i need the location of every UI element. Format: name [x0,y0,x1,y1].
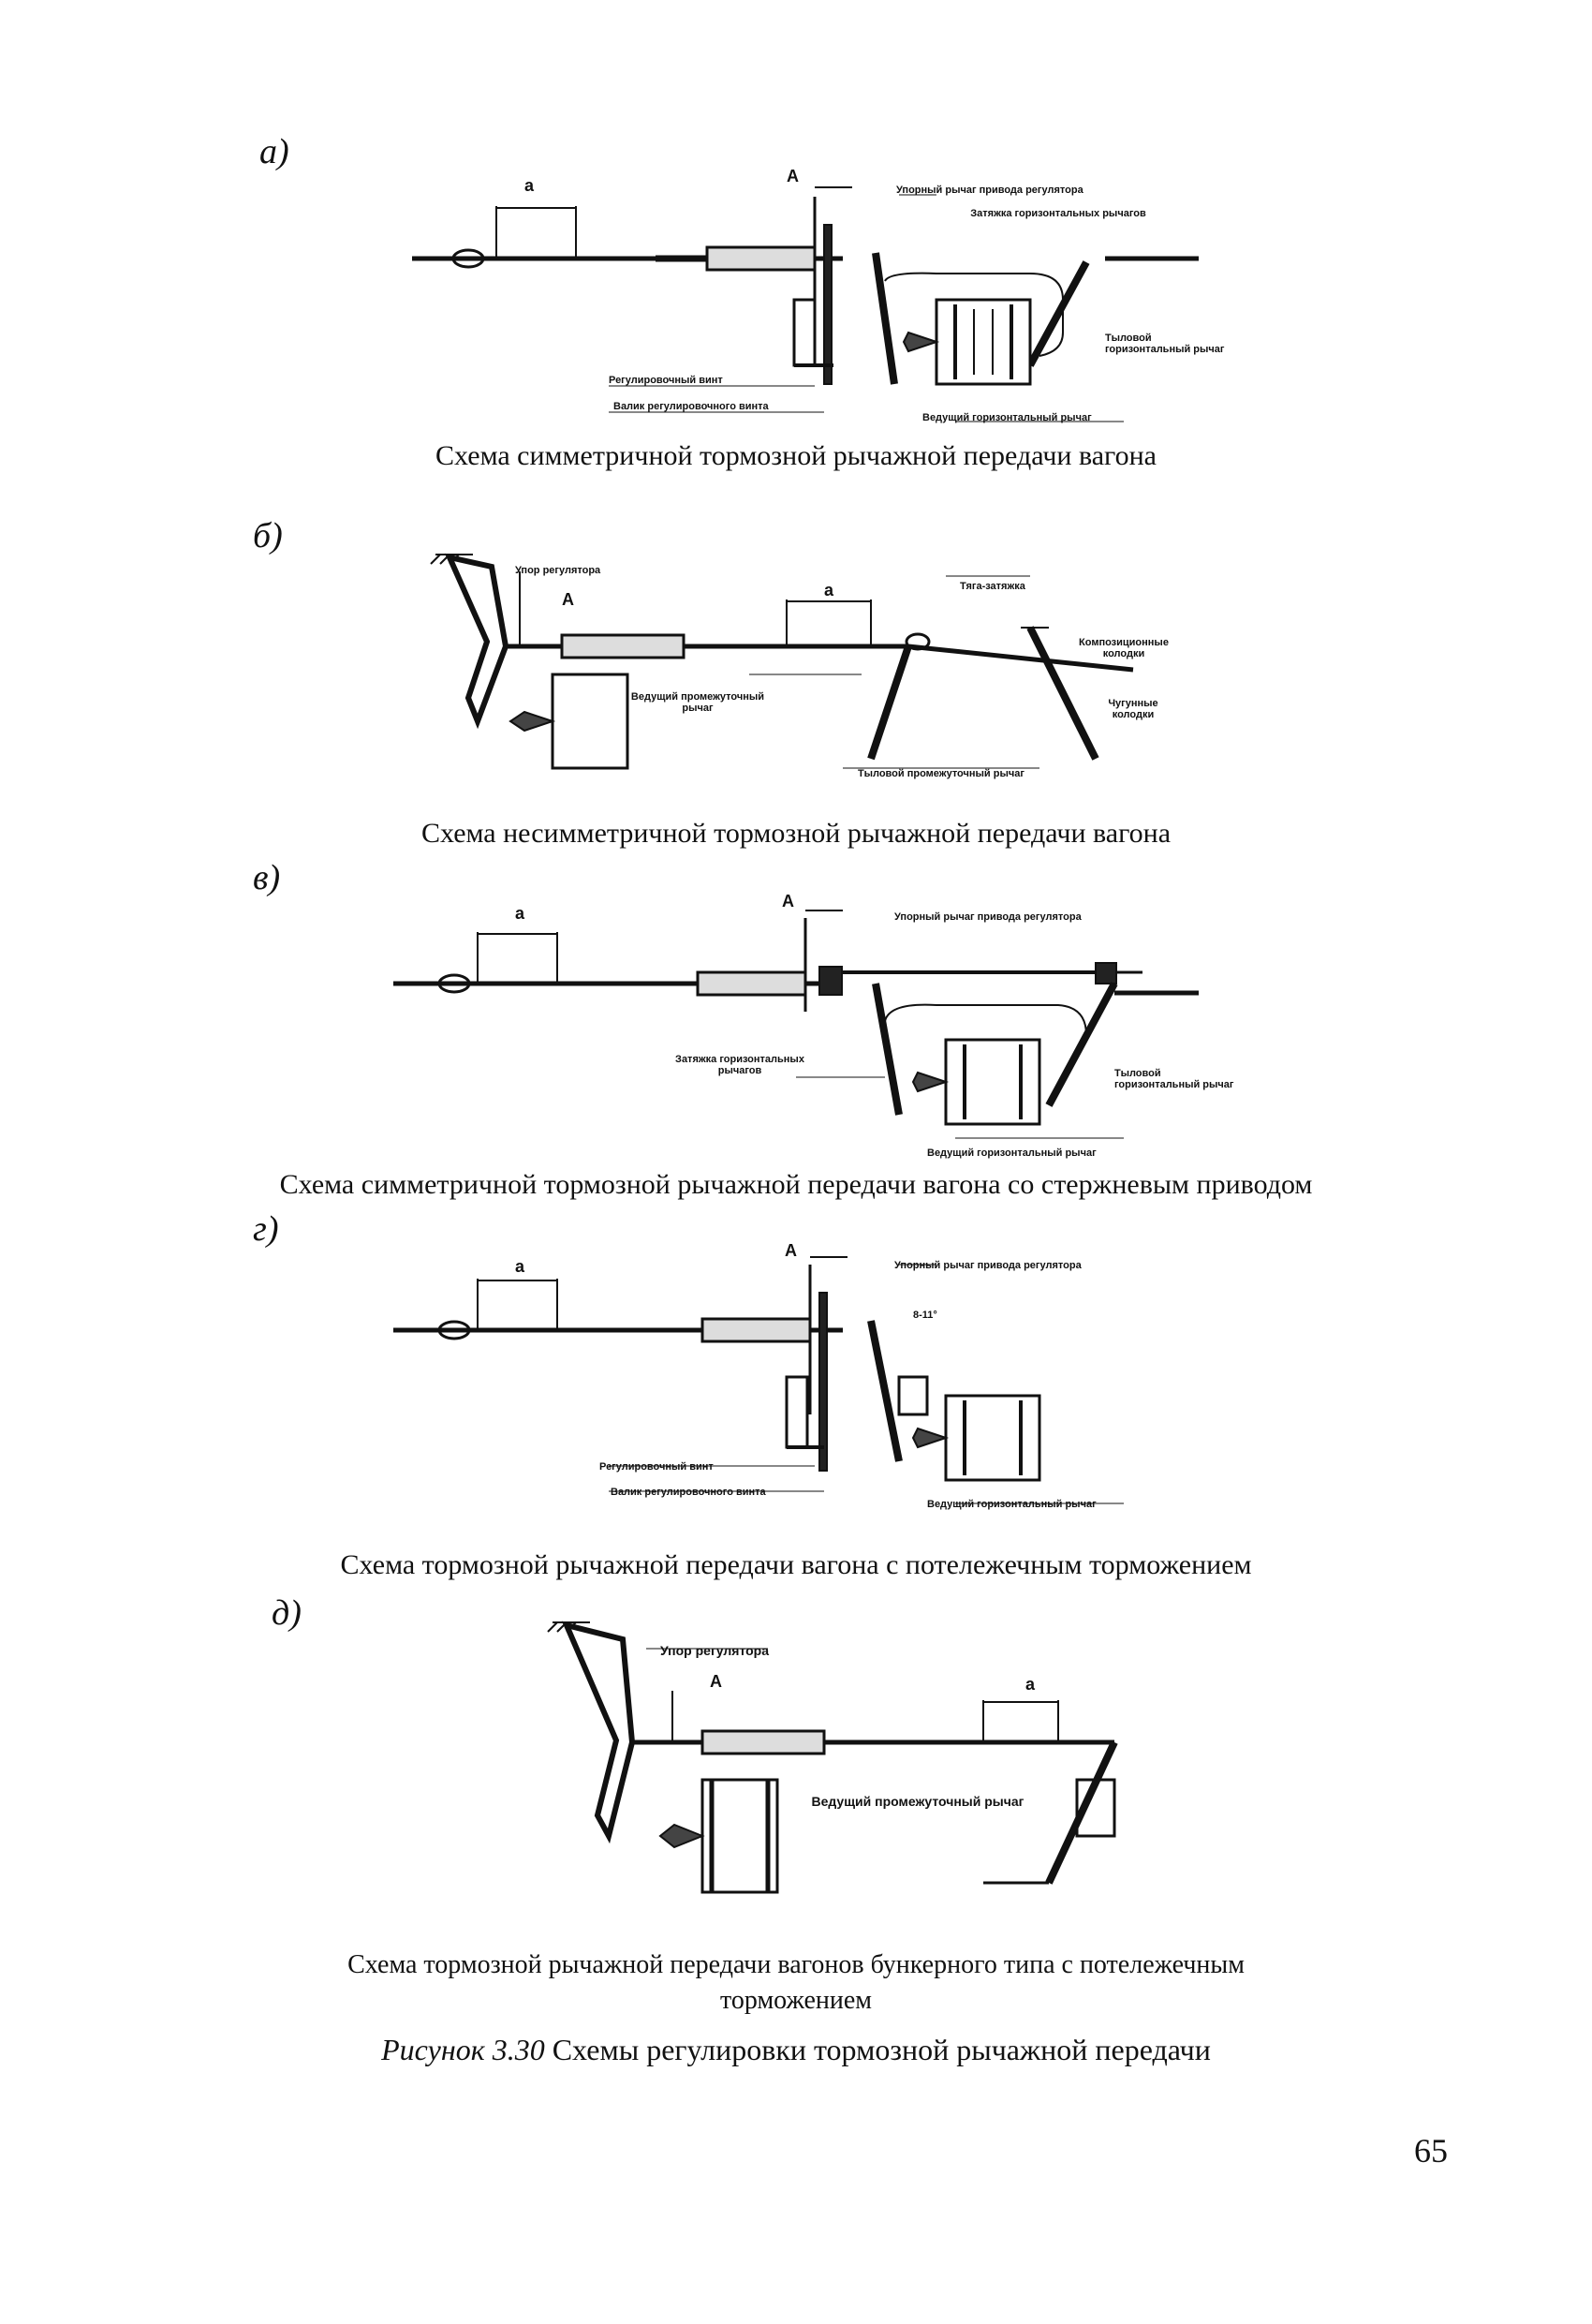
figure-v-label-1: Упорный рычаг привода регулятора [894,911,1082,923]
figure-title-prefix: Рисунок 3.30 [381,2033,545,2066]
figure-a-dim-A: А [787,167,799,185]
figure-b-label-1: Упор регулятора [515,565,601,576]
figure-a-label-6: Ведущий горизонтальный рычаг [922,412,1092,423]
figure-g-diagram [375,1236,1217,1517]
figure-b-label-3: Композиционные колодки [1079,637,1169,659]
figure-a-dim-a: а [524,176,535,195]
figure-v-dim-a: а [515,904,525,923]
figure-a-label-3: Тыловой горизонтальный рычаг [1105,333,1225,355]
figure-g-dim-a: а [515,1257,525,1276]
figure-b-letter: б) [253,516,283,555]
figure-v-letter: в) [253,858,281,897]
page-number: 65 [1414,2132,1448,2169]
figure-g-label-4: Валик регулировочного винта [611,1487,766,1498]
figure-a-label-4: Регулировочный винт [609,375,723,386]
figure-b-label-2: Тяга-затяжка [960,581,1025,592]
figure-b-label-6: Тыловой промежуточный рычаг [858,768,1024,779]
figure-d-label-2: Ведущий промежуточный рычаг [811,1794,1024,1809]
figure-g-letter: г) [253,1209,279,1249]
figure-d-letter: д) [272,1593,302,1633]
figure-b-caption: Схема несимметричной тормозной рычажной … [420,818,1172,849]
figure-a-label-1: Упорный рычаг привода регулятора [896,185,1083,196]
figure-g-caption: Схема тормозной рычажной передачи вагона… [340,1549,1252,1580]
figure-d-diagram [534,1611,1189,1911]
figure-a-label-5: Валик регулировочного винта [613,401,769,412]
figure-d-dim-a: а [1025,1675,1036,1694]
figure-g-dim-A: А [785,1241,797,1260]
figure-v-label-2: Затяжка горизонтальных рычагов [675,1054,804,1076]
figure-a-diagram [375,169,1217,431]
figure-v-diagram [375,881,1217,1162]
figure-v-dim-A: А [782,892,794,910]
figure-b-dim-A: А [562,590,574,609]
figure-b-label-5: Чугунные колодки [1108,698,1158,720]
figure-v-caption: Схема симметричной тормозной рычажной пе… [279,1169,1313,1200]
figure-a-letter: а) [259,132,289,171]
figure-d-label-1: Упор регулятора [660,1643,770,1658]
figure-a-label-2: Затяжка горизонтальных рычагов [970,208,1146,219]
figure-g-label-2: 8-11° [913,1310,937,1321]
figure-d-caption-line2: торможением [720,1986,872,2015]
figure-title-text: Схемы регулировки тормозной рычажной пер… [552,2033,1211,2066]
figure-b-diagram [421,543,1246,787]
figure-g-label-5: Ведущий горизонтальный рычаг [927,1499,1097,1510]
figure-v-label-3: Тыловой горизонтальный рычаг [1114,1068,1234,1090]
figure-title: Рисунок 3.30 Схемы регулировки тормозной… [0,2033,1592,2067]
figure-g-label-3: Регулировочный винт [599,1461,714,1473]
figure-b-label-4: Ведущий промежуточный рычаг [630,691,765,714]
figure-b-dim-a: а [824,581,834,600]
figure-d-dim-A: А [710,1672,722,1691]
figure-g-label-1: Упорный рычаг привода регулятора [894,1260,1082,1271]
figure-d-caption-line1: Схема тормозной рычажной передачи вагоно… [347,1950,1245,1979]
figure-a-caption: Схема симметричной тормозной рычажной пе… [435,440,1157,471]
figure-v-label-4: Ведущий горизонтальный рычаг [927,1147,1097,1159]
